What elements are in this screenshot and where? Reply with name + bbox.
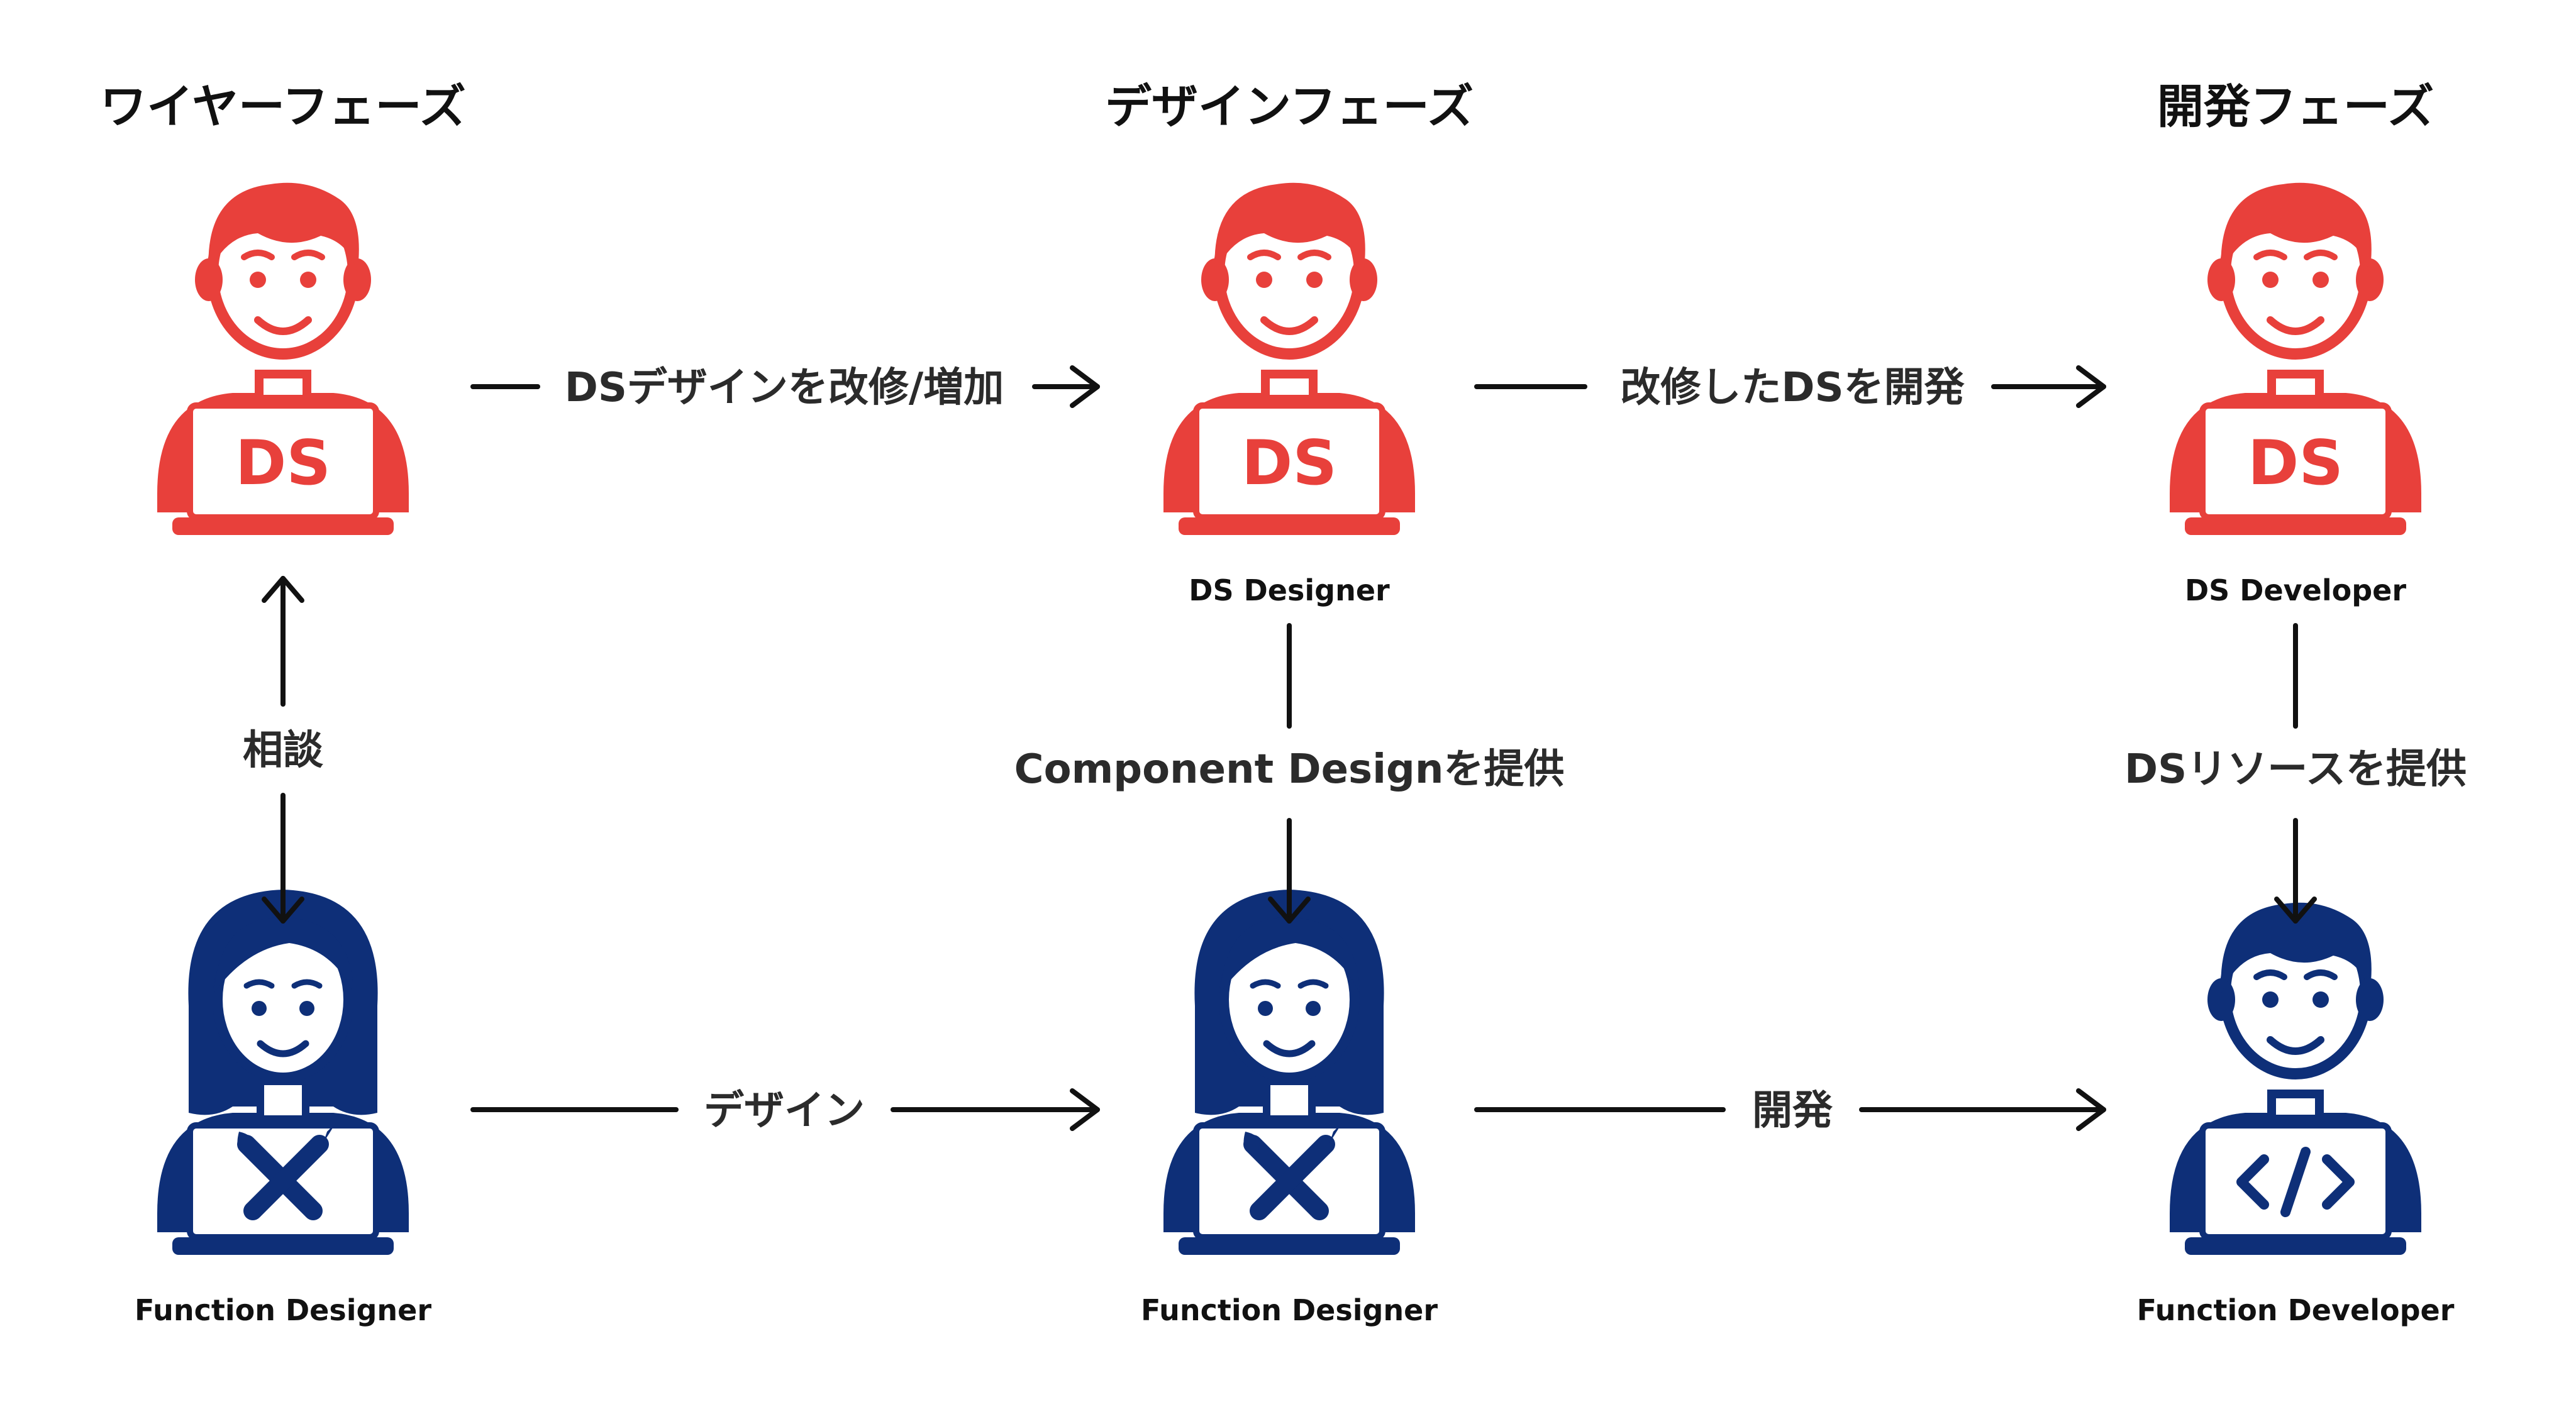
edge-label-component-provide: Component Designを提供	[1014, 746, 1565, 793]
phase-title-wireframe: ワイヤーフェーズ	[100, 80, 466, 134]
edge-resource-provide: DSリソースを提供	[2124, 623, 2467, 924]
ds-person-wireframe-icon: DS	[157, 183, 409, 535]
laptop-screen-ds-label: DS	[2248, 428, 2343, 499]
edge-consult: 相談	[243, 576, 323, 924]
edge-component-provide: Component Designを提供	[1014, 623, 1565, 924]
edge-label-ds-develop: 改修したDSを開発	[1620, 365, 1965, 411]
edge-label-consult: 相談	[243, 727, 323, 774]
function-designer-wireframe-icon	[157, 890, 409, 1255]
edge-ds-modify: DSデザインを改修/増加	[470, 365, 1100, 411]
role-label-function-designer: Function Designer	[1141, 1293, 1438, 1327]
edge-design: デザイン	[470, 1088, 1100, 1134]
laptop-screen-ds-label: DS	[1241, 428, 1337, 499]
edge-label-ds-modify: DSデザインを改修/増加	[565, 365, 1004, 411]
edge-label-develop: 開発	[1752, 1088, 1833, 1134]
role-label-function-developer: Function Developer	[2137, 1293, 2455, 1327]
ds-developer-icon: DS	[2170, 183, 2421, 535]
phase-title-development: 開発フェーズ	[2157, 80, 2434, 134]
edge-label-resource-provide: DSリソースを提供	[2124, 746, 2467, 793]
role-label-function-designer-wireframe: Function Designer	[135, 1293, 431, 1327]
edge-develop: 開発	[1474, 1088, 2106, 1134]
phase-title-design: デザインフェーズ	[1105, 80, 1474, 134]
function-designer-icon	[1163, 890, 1415, 1255]
ds-designer-icon: DS	[1163, 183, 1415, 535]
edge-label-design: デザイン	[704, 1088, 865, 1134]
role-label-ds-designer: DS Designer	[1189, 573, 1390, 607]
role-label-ds-developer: DS Developer	[2185, 573, 2406, 607]
laptop-screen-ds-label: DS	[235, 428, 331, 499]
edge-ds-develop: 改修したDSを開発	[1474, 365, 2106, 411]
function-developer-icon	[2170, 903, 2421, 1255]
